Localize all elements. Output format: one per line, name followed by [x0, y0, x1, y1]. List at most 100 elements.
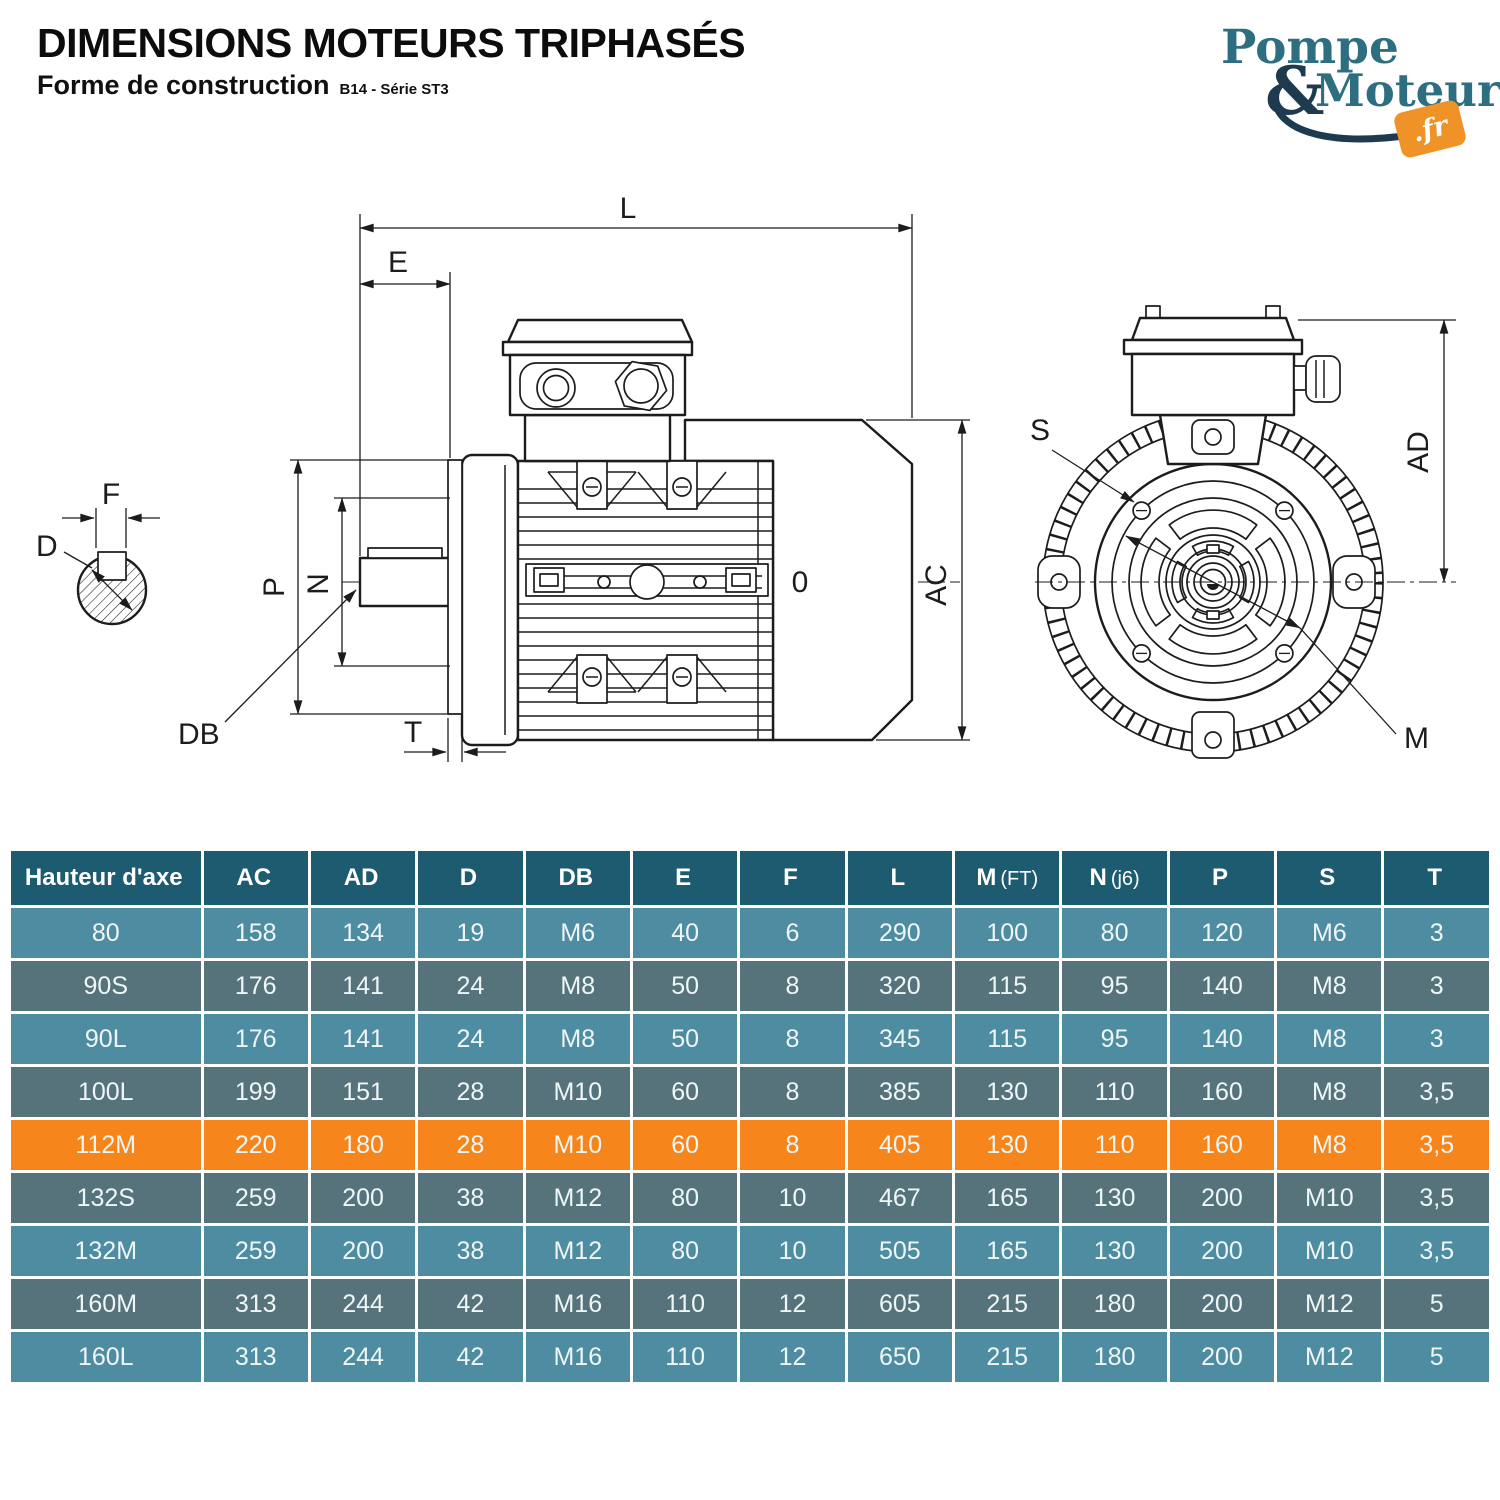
motor-front-view: S M AD	[1030, 305, 1456, 759]
value-cell: 28	[415, 1117, 526, 1173]
value-cell: 28	[415, 1064, 526, 1120]
value-cell: M8	[522, 1011, 633, 1067]
row-header-cell: 112M	[8, 1117, 204, 1173]
document-header: DIMENSIONS MOTEURS TRIPHASÉS Forme de co…	[37, 20, 746, 101]
value-cell: 200	[1166, 1170, 1278, 1226]
dim-label-m: M	[1404, 722, 1429, 755]
dim-label-p: P	[258, 577, 291, 597]
value-cell: 40	[629, 905, 741, 961]
value-cell: 60	[629, 1117, 741, 1173]
value-cell: 200	[1166, 1223, 1278, 1279]
col-header-m: M(FT)	[952, 848, 1063, 908]
value-cell: 130	[1059, 1223, 1170, 1279]
col-header-e: E	[629, 848, 741, 908]
value-cell: 215	[952, 1329, 1063, 1385]
value-cell: 100	[952, 905, 1063, 961]
value-cell: 110	[1059, 1064, 1170, 1120]
value-cell: 3	[1381, 905, 1492, 961]
value-cell: 320	[844, 958, 956, 1014]
motor-side-view: 0 L E P N	[178, 192, 970, 762]
dim-label-db: DB	[178, 718, 220, 751]
col-header-ac: AC	[200, 848, 311, 908]
value-cell: 385	[844, 1064, 956, 1120]
row-header-cell: 132M	[8, 1223, 204, 1279]
logo: Pompe & Moteur .fr	[1213, 20, 1500, 172]
value-cell: 3,5	[1381, 1117, 1492, 1173]
value-cell: 120	[1166, 905, 1278, 961]
value-cell: 151	[307, 1064, 419, 1120]
value-cell: 3	[1381, 1011, 1492, 1067]
col-header-db: DB	[522, 848, 633, 908]
value-cell: 165	[952, 1170, 1063, 1226]
value-cell: 3,5	[1381, 1064, 1492, 1120]
value-cell: 176	[200, 1011, 311, 1067]
value-cell: 8	[737, 1064, 848, 1120]
value-cell: 42	[415, 1276, 526, 1332]
value-cell: 8	[737, 1011, 848, 1067]
value-cell: 160	[1166, 1117, 1278, 1173]
value-cell: 110	[1059, 1117, 1170, 1173]
value-cell: 10	[737, 1223, 848, 1279]
value-cell: 115	[952, 1011, 1063, 1067]
value-cell: 244	[307, 1276, 419, 1332]
value-cell: 140	[1166, 958, 1278, 1014]
row-header-cell: 80	[8, 905, 204, 961]
value-cell: M16	[522, 1276, 633, 1332]
value-cell: 3,5	[1381, 1223, 1492, 1279]
value-cell: 12	[737, 1329, 848, 1385]
series-note: B14 - Série ST3	[339, 81, 449, 98]
technical-drawing: F D	[36, 192, 1456, 762]
value-cell: M10	[522, 1117, 633, 1173]
value-cell: 130	[1059, 1170, 1170, 1226]
value-cell: 110	[629, 1329, 741, 1385]
value-cell: 8	[737, 1117, 848, 1173]
value-cell: 176	[200, 958, 311, 1014]
value-cell: 12	[737, 1276, 848, 1332]
row-header-cell: 90S	[8, 958, 204, 1014]
value-cell: 650	[844, 1329, 956, 1385]
value-cell: 130	[952, 1064, 1063, 1120]
value-cell: 134	[307, 905, 419, 961]
value-cell: 60	[629, 1064, 741, 1120]
logo-text-moteur: Moteur	[1315, 64, 1500, 117]
value-cell: 42	[415, 1329, 526, 1385]
value-cell: 80	[629, 1223, 741, 1279]
col-header-d: D	[415, 848, 526, 908]
value-cell: 24	[415, 958, 526, 1014]
dim-label-e: E	[388, 246, 408, 279]
dimensions-table: Hauteur d'axe AC AD D DB E F L M(FT) N(j…	[8, 848, 1492, 1385]
value-cell: 140	[1166, 1011, 1278, 1067]
value-cell: 405	[844, 1117, 956, 1173]
logo-text-pompe: Pompe	[1221, 20, 1399, 75]
row-header-cell: 100L	[8, 1064, 204, 1120]
col-header-t: T	[1381, 848, 1492, 908]
value-cell: 50	[629, 1011, 741, 1067]
value-cell: 38	[415, 1223, 526, 1279]
value-cell: 505	[844, 1223, 956, 1279]
value-cell: M12	[1274, 1329, 1385, 1385]
value-cell: 290	[844, 905, 956, 961]
row-header-cell: 160L	[8, 1329, 204, 1385]
value-cell: 313	[200, 1329, 311, 1385]
shaft-section-detail: F D	[36, 478, 160, 626]
value-cell: 10	[737, 1170, 848, 1226]
value-cell: 180	[307, 1117, 419, 1173]
value-cell: 200	[307, 1170, 419, 1226]
value-cell: 8	[737, 958, 848, 1014]
value-cell: 180	[1059, 1276, 1170, 1332]
value-cell: 259	[200, 1223, 311, 1279]
value-cell: M6	[1274, 905, 1385, 961]
value-cell: M12	[522, 1170, 633, 1226]
dim-label-d: D	[36, 530, 58, 563]
row-header-cell: 132S	[8, 1170, 204, 1226]
value-cell: 141	[307, 1011, 419, 1067]
value-cell: 3,5	[1381, 1170, 1492, 1226]
row-header-cell: 90L	[8, 1011, 204, 1067]
col-header-n: N(j6)	[1059, 848, 1170, 908]
col-header-hauteur: Hauteur d'axe	[8, 848, 204, 908]
dim-label-t: T	[404, 716, 422, 749]
